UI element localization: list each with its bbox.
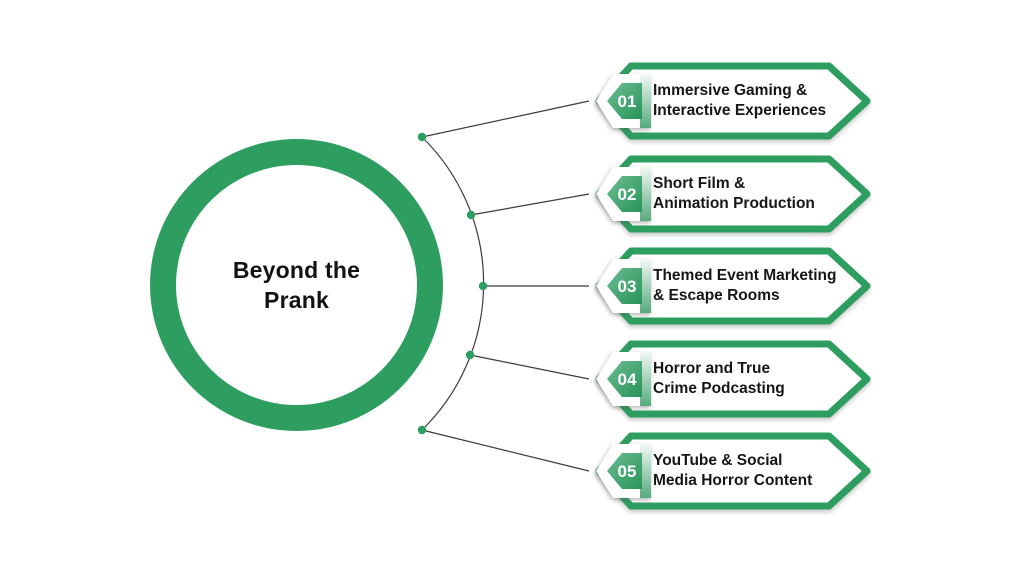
- banner-hexagon: [595, 247, 871, 325]
- banner-5-line1: YouTube & Social: [653, 452, 783, 469]
- banner-shape-5: 05: [595, 432, 871, 510]
- banner-text-2: Short Film & Animation Production: [653, 150, 841, 238]
- topic-banner-5: 05 YouTube & Social Media Horror Content: [583, 427, 873, 515]
- badge-number-5: 05: [618, 462, 637, 481]
- banner-hexagon: [595, 340, 871, 418]
- node-dot-2: [466, 210, 476, 220]
- badge-number-4: 04: [618, 370, 637, 389]
- banner-shape-3: 03: [595, 247, 871, 325]
- banner-3-line1: Themed Event Marketing: [653, 267, 837, 284]
- banner-text-1: Immersive Gaming & Interactive Experienc…: [653, 57, 841, 145]
- badge-pentagon: [607, 83, 642, 119]
- badge-strip: [640, 444, 651, 498]
- topic-banner-3: 03 Themed Event Marketing & Escape Rooms: [583, 242, 873, 330]
- banner-2-line1: Short Film &: [653, 175, 746, 192]
- central-title-line1: Beyond the: [232, 257, 361, 283]
- topic-banner-1: 01 Immersive Gaming & Interactive Experi…: [583, 57, 873, 145]
- badge-number-1: 01: [618, 92, 637, 111]
- banner-hexagon: [595, 432, 871, 510]
- badge-pentagon: [607, 176, 642, 212]
- badge-strip: [640, 259, 651, 313]
- banner-4-line2: Crime Podcasting: [653, 380, 785, 397]
- badge-pentagon: [607, 268, 642, 304]
- banner-4-line1: Horror and True: [653, 360, 771, 377]
- node-dot-5: [417, 425, 427, 435]
- badge-pentagon: [607, 361, 642, 397]
- banner-shape-1: 01: [595, 62, 871, 140]
- banner-text-3: Themed Event Marketing & Escape Rooms: [653, 242, 841, 330]
- banner-hexagon: [595, 155, 871, 233]
- badge-pentagon: [607, 453, 642, 489]
- central-title-line2: Prank: [264, 287, 329, 313]
- badge-strip: [640, 352, 651, 406]
- badge-strip: [640, 74, 651, 128]
- banner-text-4: Horror and True Crime Podcasting: [653, 335, 841, 423]
- spoke-line-2: [470, 193, 590, 216]
- badge-number-3: 03: [618, 277, 637, 296]
- spoke-line-5: [421, 429, 590, 472]
- banner-3-line2: & Escape Rooms: [653, 287, 780, 304]
- banner-hexagon: [595, 62, 871, 140]
- spoke-line-4: [469, 354, 590, 380]
- topic-banner-2: 02 Short Film & Animation Production: [583, 150, 873, 238]
- banner-shape-2: 02: [595, 155, 871, 233]
- node-dot-3: [478, 281, 488, 291]
- banner-shape-4: 04: [595, 340, 871, 418]
- banner-1-line1: Immersive Gaming &: [653, 82, 808, 99]
- node-dot-4: [465, 350, 475, 360]
- banner-5-line2: Media Horror Content: [653, 472, 813, 489]
- topic-banner-4: 04 Horror and True Crime Podcasting: [583, 335, 873, 423]
- badge-strip: [640, 167, 651, 221]
- banner-1-line2: Interactive Experiences: [653, 102, 827, 119]
- banner-2-line2: Animation Production: [653, 195, 815, 212]
- node-dot-1: [417, 132, 427, 142]
- spoke-line-1: [421, 100, 590, 138]
- badge-number-2: 02: [618, 185, 637, 204]
- banner-text-5: YouTube & Social Media Horror Content: [653, 427, 841, 515]
- central-topic-circle: Beyond the Prank: [150, 139, 443, 431]
